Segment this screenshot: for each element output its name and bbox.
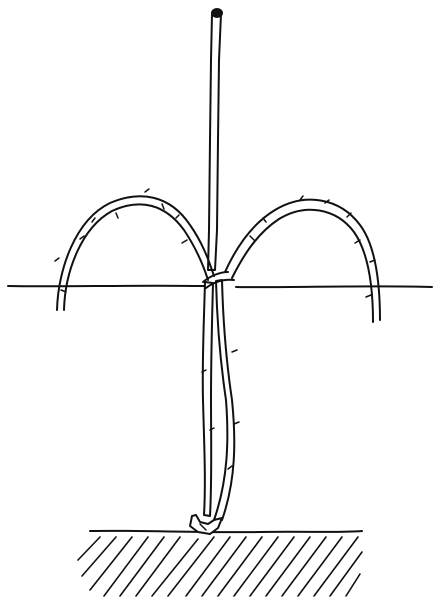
ground-hatching: [78, 537, 362, 596]
ground: [78, 531, 362, 596]
main-stem: [202, 272, 239, 520]
right-arched-cane: [225, 196, 380, 322]
support-stake: [208, 8, 223, 270]
right-cane-thorns: [250, 196, 375, 297]
stake-top: [211, 8, 223, 18]
left-arched-cane: [55, 189, 214, 310]
